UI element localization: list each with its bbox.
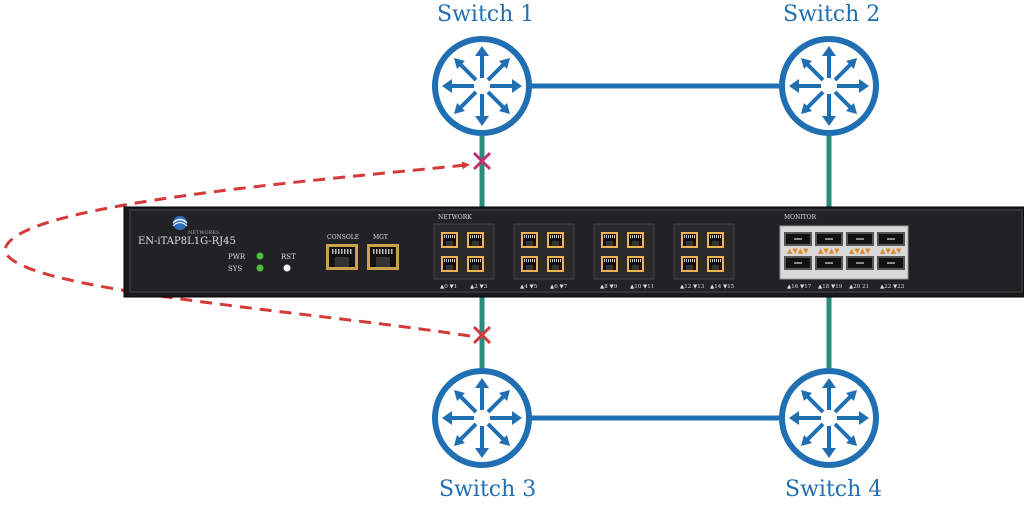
- monitor-sfp-port[interactable]: [877, 256, 905, 270]
- monitor-sfp-port[interactable]: [815, 232, 843, 246]
- switch1-router-icon: [435, 39, 529, 133]
- network-rj45-port[interactable]: [601, 256, 618, 272]
- switch4-label: Switch 4: [785, 477, 883, 502]
- pwr-led-icon: [256, 252, 264, 260]
- monitor-port-label: ▲18 ▼19: [818, 284, 843, 290]
- switch3-label: Switch 3: [439, 477, 537, 502]
- network-rj45-port[interactable]: [707, 256, 724, 272]
- rst-label: RST: [281, 253, 296, 261]
- network-tap-device: NETWORKS EN-iTAP8L1G-RJ45 PWR SYS RST CO…: [123, 206, 1024, 298]
- switch4-router-icon: [782, 371, 876, 465]
- network-port-labels: ▲0 ▼1 ▲2 ▼3 ▲4 ▼5 ▲6 ▼7 ▲8 ▼9 ▲10 ▼11 ▲12 ▼13 ▲…: [440, 284, 735, 290]
- network-port-label: ▲10 ▼11: [630, 284, 654, 290]
- sfp-status-indicator: ▲▼▲▼: [787, 247, 809, 255]
- brand-logo-icon: [172, 216, 188, 230]
- network-port-label: ▲14 ▼15: [710, 284, 735, 290]
- dashed-bypass-path: [3, 161, 471, 338]
- console-port[interactable]: [326, 244, 358, 270]
- network-port-label: ▲6 ▼7: [550, 284, 568, 290]
- network-port-label: ▲0 ▼1: [440, 284, 457, 290]
- sfp-status-indicator: ▲▼▲▼: [849, 247, 871, 255]
- monitor-sfp-port[interactable]: [784, 232, 812, 246]
- cross-mark-bottom-icon: [472, 325, 492, 345]
- console-port-label: CONSOLE: [327, 234, 359, 241]
- network-ports: [433, 223, 735, 280]
- monitor-section-label: MONITOR: [784, 214, 817, 221]
- network-rj45-port[interactable]: [441, 256, 458, 272]
- network-port-label: ▲4 ▼5: [520, 284, 538, 290]
- network-rj45-port[interactable]: [467, 256, 484, 272]
- network-rj45-port[interactable]: [521, 232, 538, 248]
- sys-led-label: SYS: [228, 265, 242, 273]
- network-rj45-port[interactable]: [627, 232, 644, 248]
- network-rj45-port[interactable]: [627, 256, 644, 272]
- sfp-status-indicator: ▲▼▲▼: [818, 247, 840, 255]
- monitor-port-label: ▲20 21: [849, 284, 869, 290]
- network-rj45-port[interactable]: [521, 256, 538, 272]
- monitor-sfp-port[interactable]: [815, 256, 843, 270]
- network-rj45-port[interactable]: [547, 256, 564, 272]
- monitor-sfp-port[interactable]: [846, 232, 874, 246]
- network-rj45-port[interactable]: [681, 232, 698, 248]
- network-rj45-port[interactable]: [441, 232, 458, 248]
- mgt-port-label: MGT: [373, 234, 388, 241]
- network-section-label: NETWORK: [438, 214, 472, 221]
- switch3-router-icon: [435, 371, 529, 465]
- network-port-label: ▲12 ▼13: [680, 284, 705, 290]
- network-rj45-port[interactable]: [467, 232, 484, 248]
- switch2-router-icon: [782, 39, 876, 133]
- network-rj45-port[interactable]: [601, 232, 618, 248]
- network-rj45-port[interactable]: [681, 256, 698, 272]
- cross-mark-top-icon: [472, 151, 492, 171]
- network-rj45-port[interactable]: [547, 232, 564, 248]
- monitor-port-label: ▲16 ▼17: [787, 284, 812, 290]
- brand-text: NETWORKS: [188, 230, 220, 236]
- monitor-sfp-port[interactable]: [846, 256, 874, 270]
- monitor-ports: ▲▼▲▼ ▲▼▲▼ ▲▼▲▼ ▲▼▲▼: [779, 225, 909, 280]
- network-rj45-port[interactable]: [707, 232, 724, 248]
- network-port-label: ▲8 ▼9: [600, 284, 618, 290]
- switch1-label: Switch 1: [437, 2, 535, 27]
- sys-led-icon: [256, 264, 264, 272]
- device-model-label: EN-iTAP8L1G-RJ45: [138, 236, 236, 247]
- monitor-port-labels: ▲16 ▼17 ▲18 ▼19 ▲20 21 ▲22 ▼23: [787, 284, 905, 290]
- monitor-sfp-port[interactable]: [877, 232, 905, 246]
- monitor-port-label: ▲22 ▼23: [880, 284, 905, 290]
- network-port-label: ▲2 ▼3: [470, 284, 488, 290]
- mgt-port[interactable]: [367, 244, 399, 270]
- switch2-label: Switch 2: [783, 2, 881, 27]
- sfp-status-indicator: ▲▼▲▼: [880, 247, 902, 255]
- pwr-led-label: PWR: [228, 253, 246, 261]
- monitor-sfp-port[interactable]: [784, 256, 812, 270]
- rst-button[interactable]: [283, 264, 291, 272]
